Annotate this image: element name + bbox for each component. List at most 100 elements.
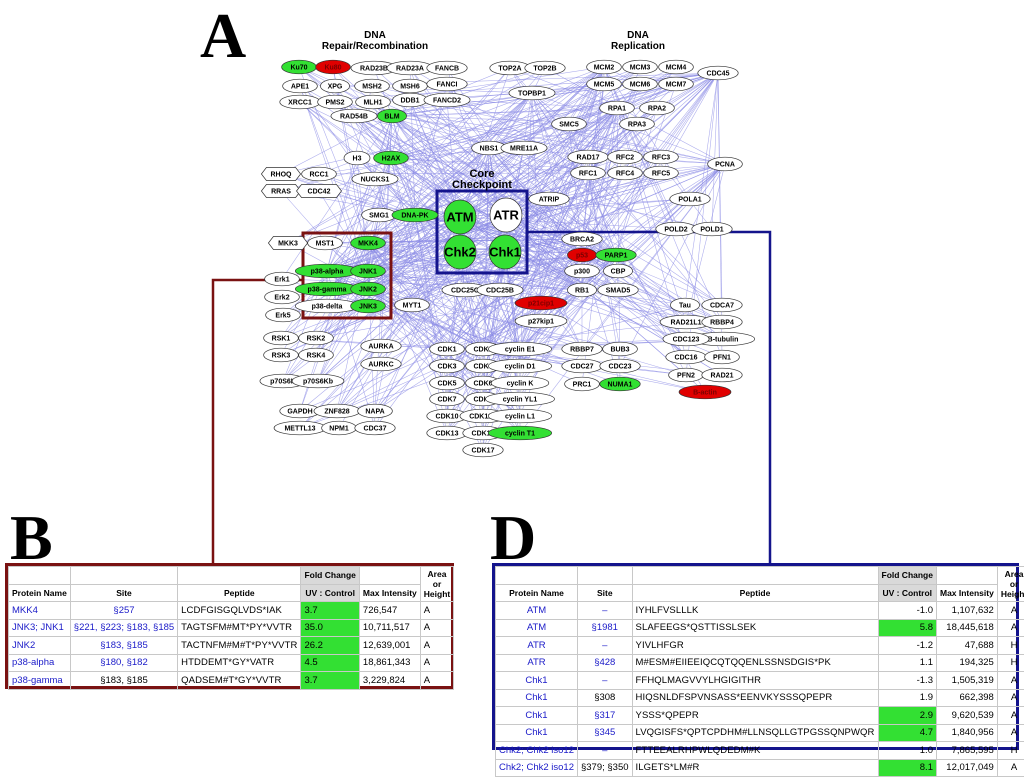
protein-name-cell: Chk1 bbox=[496, 724, 578, 742]
protein-name-cell: p38-alpha bbox=[9, 654, 71, 672]
fold-change-cell: 4.5 bbox=[301, 654, 359, 672]
node-mcm3: MCM3 bbox=[623, 60, 658, 74]
node-label: MYT1 bbox=[403, 303, 422, 310]
node-label: cyclin T1 bbox=[505, 431, 535, 438]
node-rfc2: RFC2 bbox=[608, 150, 643, 164]
max-intensity-cell: 194,325 bbox=[936, 654, 997, 672]
max-intensity-cell: 1,107,632 bbox=[936, 602, 997, 620]
node-jnk3: JNK3 bbox=[351, 299, 386, 313]
header-fold-change: Fold Change bbox=[878, 567, 936, 585]
node-npm1: NPM1 bbox=[322, 421, 357, 435]
max-intensity-cell: 1,840,956 bbox=[936, 724, 997, 742]
site-cell: §317 bbox=[577, 707, 632, 725]
node-label: ATRIP bbox=[539, 197, 560, 204]
node-label: TOP2A bbox=[498, 66, 521, 73]
node-tau: Tau bbox=[670, 298, 699, 312]
node-topbp1: TOPBP1 bbox=[509, 86, 555, 100]
protein-name-cell: JNK3; JNK1 bbox=[9, 619, 71, 637]
node-xrcc1: XRCC1 bbox=[280, 95, 321, 109]
node-p38-alpha: p38-alpha bbox=[295, 264, 358, 278]
fold-change-cell: -1.3 bbox=[878, 672, 936, 690]
node-cdc45: CDC45 bbox=[698, 66, 739, 80]
protein-name-cell: MKK4 bbox=[9, 602, 71, 620]
node-aurka: AURKA bbox=[361, 339, 402, 353]
group-label-repair-2: Repair/Recombination bbox=[322, 41, 428, 52]
header-area-or-height: Area or Height bbox=[997, 567, 1024, 602]
node-ape1: APE1 bbox=[283, 79, 318, 93]
fold-change-cell: 3.7 bbox=[301, 672, 359, 690]
node-label: p38-delta bbox=[312, 304, 343, 311]
area-or-height-cell: A bbox=[420, 654, 453, 672]
area-or-height-cell: H bbox=[997, 654, 1024, 672]
fold-change-cell: 26.2 bbox=[301, 637, 359, 655]
node-mcm4: MCM4 bbox=[659, 60, 694, 74]
protein-name-cell: Chk2; Chk2 iso12 bbox=[496, 742, 578, 760]
node-erk2: Erk2 bbox=[265, 290, 300, 304]
area-or-height-cell: A bbox=[997, 759, 1024, 777]
node-p300: p300 bbox=[565, 264, 600, 278]
node-rfc4: RFC4 bbox=[608, 166, 643, 180]
site-cell: – bbox=[577, 742, 632, 760]
node-label: RAD21 bbox=[711, 373, 734, 380]
node-top2a: TOP2A bbox=[490, 61, 531, 75]
max-intensity-cell: 662,398 bbox=[936, 689, 997, 707]
node-mre11a: MRE11A bbox=[501, 141, 547, 155]
site-cell: §183, §185 bbox=[70, 637, 177, 655]
node-label: MCM2 bbox=[594, 65, 615, 72]
node-mcm5: MCM5 bbox=[587, 77, 622, 91]
node-rbbp7: RBBP7 bbox=[562, 342, 603, 356]
node-label: BLM bbox=[384, 114, 399, 121]
node-label: CDK1 bbox=[437, 347, 456, 354]
node-label: PARP1 bbox=[605, 253, 628, 260]
node-label: RSK3 bbox=[272, 353, 291, 360]
area-or-height-cell: A bbox=[997, 619, 1024, 637]
node-label: PFN1 bbox=[713, 355, 731, 362]
node-label: CDC37 bbox=[364, 426, 387, 433]
area-or-height-cell: A bbox=[997, 672, 1024, 690]
node-mcm7: MCM7 bbox=[659, 77, 694, 91]
header-max-intensity: Max Intensity bbox=[936, 584, 997, 602]
node-erk5: Erk5 bbox=[266, 308, 301, 322]
node-rsk4: RSK4 bbox=[299, 348, 334, 362]
node-label: SMC5 bbox=[559, 122, 579, 129]
node-cdc16: CDC16 bbox=[666, 350, 707, 364]
node-pola1: POLA1 bbox=[670, 192, 711, 206]
header-uv-control: UV : Control bbox=[878, 584, 936, 602]
node-rad17: RAD17 bbox=[568, 150, 609, 164]
site-cell: §379; §350 bbox=[577, 759, 632, 777]
node-label: RFC1 bbox=[579, 171, 597, 178]
node-label: ZNF828 bbox=[324, 409, 349, 416]
node-rad23a: RAD23A bbox=[387, 61, 433, 75]
node-label: RAD21L1 bbox=[670, 320, 701, 327]
node-label: RAD23B bbox=[360, 66, 388, 73]
node-label: cyclin K bbox=[507, 381, 534, 388]
node-label: PMS2 bbox=[325, 100, 344, 107]
node-label: p21cip1 bbox=[528, 301, 554, 308]
node-label: CDC42 bbox=[308, 189, 331, 196]
node-label: Erk5 bbox=[275, 313, 290, 320]
node-ku80: Ku80 bbox=[316, 60, 351, 74]
node-label: CDC25B bbox=[486, 288, 514, 295]
node-rfc3: RFC3 bbox=[644, 150, 679, 164]
area-or-height-cell: H bbox=[997, 637, 1024, 655]
protein-name-cell: Chk1 bbox=[496, 689, 578, 707]
node-label: MCM5 bbox=[594, 82, 615, 89]
node-label: PCNA bbox=[715, 162, 735, 169]
node-label: TOPBP1 bbox=[518, 91, 546, 98]
area-or-height-cell: H bbox=[997, 742, 1024, 760]
node-label: CDK5 bbox=[437, 381, 456, 388]
node-b-actin: B-actin bbox=[679, 385, 731, 399]
node-cdk3: CDK3 bbox=[430, 359, 465, 373]
phospho-table-b: Fold Change Area or Height Protein Name … bbox=[8, 566, 454, 690]
phospho-table-d: Fold Change Area or Height Protein Name … bbox=[495, 566, 1024, 777]
node-label: FANCB bbox=[435, 66, 459, 73]
node-label: JNK1 bbox=[359, 269, 377, 276]
node-label: RSK1 bbox=[272, 336, 291, 343]
node-cdc23: CDC23 bbox=[600, 359, 641, 373]
max-intensity-cell: 1,505,319 bbox=[936, 672, 997, 690]
